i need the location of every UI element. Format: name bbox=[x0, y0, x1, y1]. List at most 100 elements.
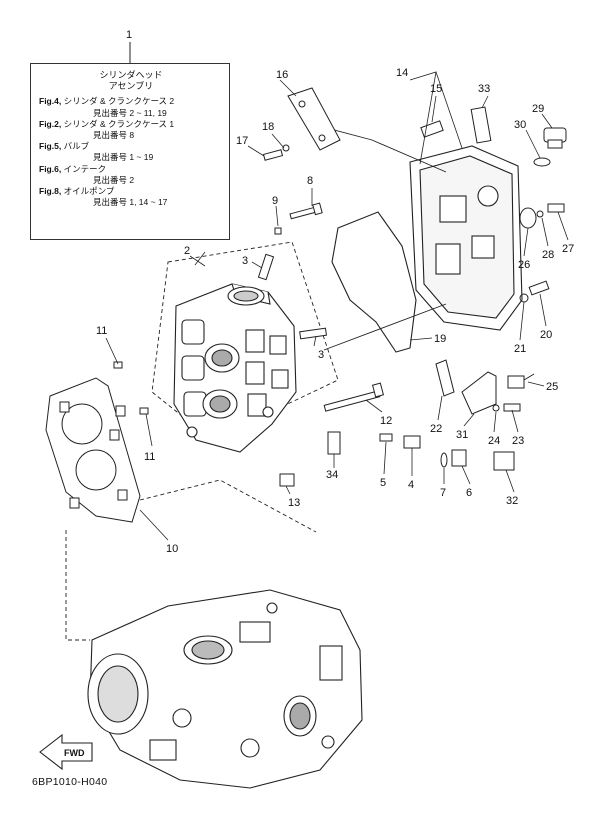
bolt-20 bbox=[528, 280, 550, 296]
callout-20: 20 bbox=[540, 329, 552, 341]
grommet-26 bbox=[519, 207, 537, 229]
legend-fig: Fig.5, bbox=[39, 141, 62, 152]
leader-lines bbox=[105, 71, 569, 541]
legend-fig: Fig.8, bbox=[39, 186, 62, 197]
label-33 bbox=[470, 106, 492, 144]
callout-16: 16 bbox=[276, 69, 288, 81]
callout-15: 15 bbox=[430, 83, 442, 95]
bolt-23 bbox=[503, 403, 521, 412]
washer-18 bbox=[282, 144, 290, 152]
legend-name: オイルポンプ bbox=[63, 186, 115, 197]
callout-labels: 1 2 3 3 4 5 6 7 8 9 10 11 11 12 13 14 15… bbox=[96, 29, 574, 555]
legend-sub: 見出番号 2 bbox=[93, 174, 135, 185]
callout-29: 29 bbox=[532, 103, 544, 115]
dowel-pin-11-lower bbox=[139, 407, 149, 415]
legend-row: Fig.2, シリンダ & クランクケース 1 bbox=[39, 119, 223, 130]
bolt-5 bbox=[379, 433, 393, 442]
legend-name: バルブ bbox=[63, 141, 90, 152]
callout-7: 7 bbox=[440, 487, 446, 499]
callout-6: 6 bbox=[466, 487, 472, 499]
legend-row: Fig.6, インテーク bbox=[39, 164, 223, 175]
legend-title-1: シリンダヘッド bbox=[99, 70, 163, 80]
cylinder-head bbox=[173, 283, 297, 453]
plate-16 bbox=[287, 87, 341, 151]
plug-6 bbox=[451, 449, 467, 467]
callout-3-upper: 3 bbox=[242, 255, 248, 267]
callout-2: 2 bbox=[184, 245, 190, 257]
callout-26: 26 bbox=[518, 259, 530, 271]
bolt-17 bbox=[262, 149, 284, 161]
connector-32 bbox=[493, 451, 515, 471]
pin-15 bbox=[420, 120, 444, 138]
bolt-27 bbox=[547, 203, 565, 213]
callout-25: 25 bbox=[546, 381, 558, 393]
o-ring-7 bbox=[440, 452, 448, 468]
callout-14: 14 bbox=[396, 67, 408, 79]
legend-title-2: アセンブリ bbox=[108, 81, 154, 92]
bolt-12 bbox=[323, 382, 385, 412]
callout-24: 24 bbox=[488, 435, 500, 447]
fwd-arrow: FWD bbox=[39, 733, 93, 771]
bolt-8 bbox=[289, 202, 323, 220]
legend-fig: Fig.2, bbox=[39, 118, 62, 129]
drawing-code: 6BP1010-H040 bbox=[32, 776, 108, 788]
callout-8: 8 bbox=[307, 175, 313, 187]
callout-12: 12 bbox=[380, 415, 392, 427]
callout-32: 32 bbox=[506, 495, 518, 507]
dowel-pin-11-upper bbox=[113, 361, 123, 369]
washer-24 bbox=[492, 404, 500, 412]
oil-filler-cap bbox=[543, 127, 567, 149]
callout-10: 10 bbox=[166, 543, 178, 555]
legend-name: シリンダ & クランクケース 2 bbox=[63, 96, 175, 107]
legend-sub: 見出番号 1 ~ 19 bbox=[93, 152, 154, 163]
callout-31: 31 bbox=[456, 429, 468, 441]
o-ring-30 bbox=[533, 157, 551, 167]
legend-fig: Fig.6, bbox=[39, 163, 62, 174]
callout-30: 30 bbox=[514, 119, 526, 131]
callout-18: 18 bbox=[262, 121, 274, 133]
legend-fig: Fig.4, bbox=[39, 96, 62, 107]
stud-bolt-3-lower bbox=[299, 327, 327, 340]
callout-19: 19 bbox=[434, 333, 446, 345]
legend-name: シリンダ & クランクケース 1 bbox=[63, 118, 175, 129]
washer-28 bbox=[536, 210, 544, 218]
sleeve-4 bbox=[403, 435, 421, 449]
callout-4: 4 bbox=[408, 479, 414, 491]
callout-33: 33 bbox=[478, 83, 490, 95]
cylinder-block bbox=[87, 589, 363, 789]
fwd-label: FWD bbox=[64, 748, 85, 758]
legend-row: Fig.8, オイルポンプ bbox=[39, 186, 223, 197]
callout-13: 13 bbox=[288, 497, 300, 509]
callout-17: 17 bbox=[236, 135, 248, 147]
legend-row: Fig.4, シリンダ & クランクケース 2 bbox=[39, 96, 223, 107]
callout-1: 1 bbox=[126, 29, 132, 41]
legend-sub: 見出番号 8 bbox=[93, 130, 135, 141]
bracket-22 bbox=[435, 359, 455, 397]
callout-23: 23 bbox=[512, 435, 524, 447]
callout-9: 9 bbox=[272, 195, 278, 207]
legend-sub: 見出番号 2 ~ 11, 19 bbox=[93, 107, 167, 118]
callout-3-lower: 3 bbox=[318, 349, 324, 361]
legend-sub: 見出番号 1, 14 ~ 17 bbox=[93, 197, 168, 208]
callout-34: 34 bbox=[326, 469, 338, 481]
bolt-13 bbox=[279, 473, 295, 487]
callout-22: 22 bbox=[430, 423, 442, 435]
callout-21: 21 bbox=[514, 343, 526, 355]
callout-11-upper: 11 bbox=[96, 325, 107, 337]
head-gasket bbox=[45, 377, 141, 523]
stud-bolt-3-upper bbox=[257, 253, 275, 281]
callout-5: 5 bbox=[380, 477, 386, 489]
legend-name: インテーク bbox=[63, 163, 107, 174]
pin-9 bbox=[274, 227, 282, 235]
callout-11-lower: 11 bbox=[144, 451, 155, 463]
sensor-34 bbox=[327, 431, 341, 455]
cylinder-head-cover bbox=[409, 145, 523, 331]
cover-gasket bbox=[331, 211, 417, 353]
reference-legend: シリンダヘッド アセンブリ Fig.4, シリンダ & クランクケース 2 見出… bbox=[30, 63, 230, 240]
callout-28: 28 bbox=[542, 249, 554, 261]
bracket-31 bbox=[461, 371, 497, 415]
callout-27: 27 bbox=[562, 243, 574, 255]
sensor-25 bbox=[507, 373, 535, 389]
legend-row: Fig.5, バルブ bbox=[39, 141, 223, 152]
